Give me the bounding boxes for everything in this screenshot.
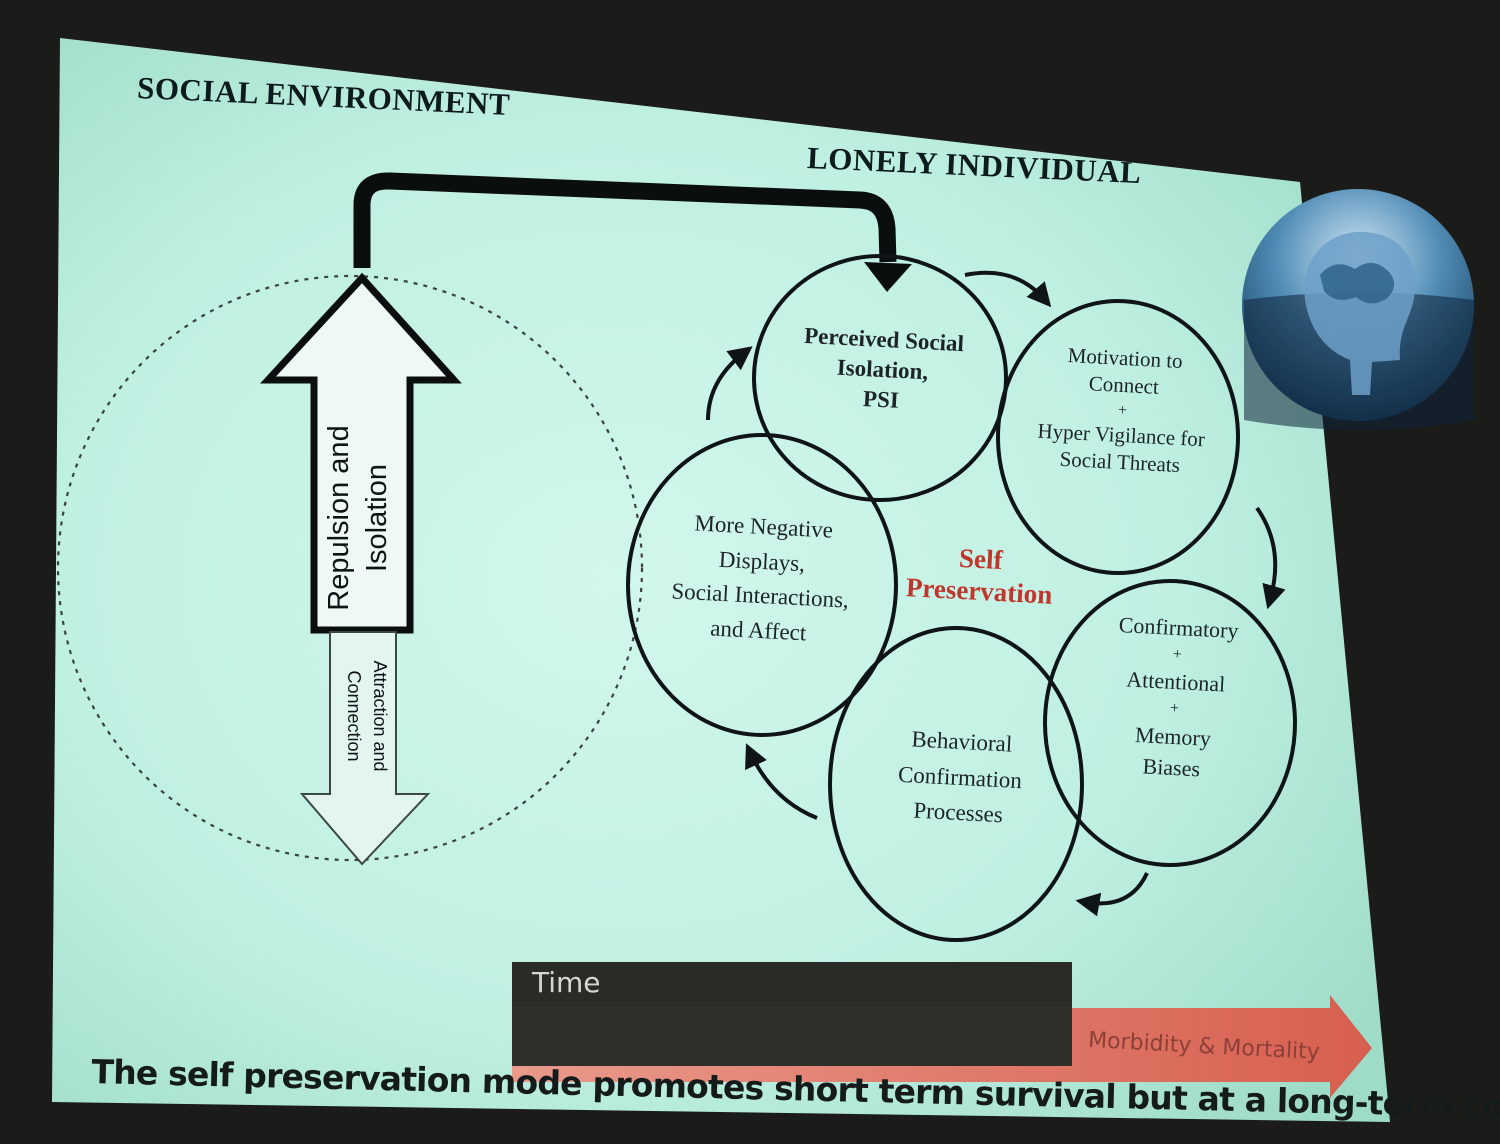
node-biases-label: Confirmatory + Attentional + Memory Bias… [1118, 611, 1240, 782]
arrow-motivation-to-biases [1255, 506, 1286, 610]
cycle-circles [626, 254, 1297, 942]
cycle-arrows [706, 270, 1286, 917]
node-psi-label: Perceived Social Isolation, PSI [803, 322, 965, 413]
attraction-connection-label: Attraction and Connection [344, 660, 390, 772]
node-psi-circle [752, 254, 1008, 502]
time-bar [512, 962, 1072, 1006]
brain-head-iceberg-icon [1242, 189, 1474, 430]
arrow-behavioral-to-negative [745, 743, 818, 820]
arrow-negative-to-psi [706, 346, 753, 421]
time-bar-shadow [512, 1006, 1072, 1066]
social-environment-circle [56, 274, 644, 862]
repulsion-isolation-arrow [260, 272, 462, 634]
self-preservation-label: Self Preservation [905, 542, 1054, 611]
node-negative-circle [626, 433, 898, 737]
node-motivation-label: Motivation to Connect + Hyper Vigilance … [1036, 343, 1206, 478]
node-behavioral-label: Behavioral Confirmation Processes [897, 726, 1023, 828]
arrow-biases-to-behavioral [1075, 872, 1149, 917]
node-behavioral-circle [828, 626, 1084, 942]
social-to-psi-connector [353, 172, 897, 268]
repulsion-isolation-label: Repulsion and Isolation [323, 425, 393, 611]
connector-arrowhead [864, 262, 912, 292]
node-biases-circle [1043, 579, 1297, 867]
arrow-psi-to-motivation [964, 270, 1052, 308]
node-motivation-circle [996, 299, 1240, 575]
attraction-connection-arrow [299, 631, 431, 866]
node-negative-label: More Negative Displays, Social Interacti… [670, 510, 850, 645]
time-label: Time [532, 966, 601, 999]
